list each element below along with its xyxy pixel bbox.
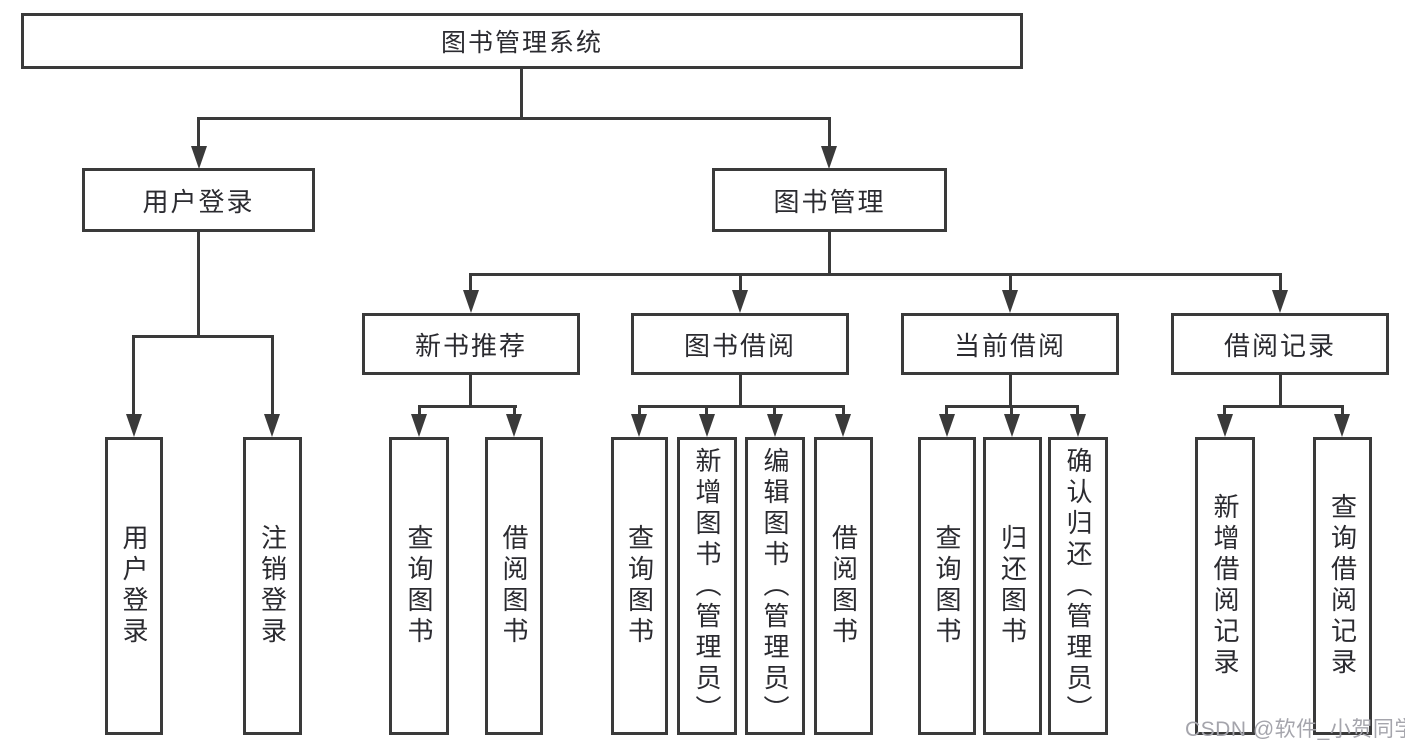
- leaf-query-borrow-record: 查询借阅记录: [1313, 437, 1372, 735]
- leaf-label: 查询图书: [404, 524, 434, 648]
- arrowhead-icon: [411, 414, 427, 437]
- leaf-label: 查询图书: [932, 524, 962, 648]
- leaf-label: 借阅图书: [499, 524, 529, 648]
- arrowhead-icon: [835, 414, 851, 437]
- node-book-borrow: 图书借阅: [631, 313, 849, 375]
- node-label: 图书借阅: [683, 330, 796, 361]
- edge-user-login-split: [132, 335, 274, 338]
- edge-to-book-borrow: [739, 273, 742, 293]
- leaf-borrow-books: 借阅图书: [814, 437, 873, 735]
- leaf-query-books-recommend: 查询图书: [389, 437, 449, 735]
- edge-to-C1: [945, 405, 948, 418]
- edge-root-trunk: [520, 69, 523, 120]
- leaf-label: 新增图书（管理员）: [692, 446, 722, 726]
- arrowhead-icon: [1272, 290, 1288, 313]
- edge-root-split: [197, 117, 831, 120]
- edge-to-user-login: [197, 117, 200, 149]
- arrowhead-icon: [191, 146, 207, 169]
- node-label: 借阅记录: [1223, 330, 1336, 361]
- edge-to-A1: [418, 405, 421, 418]
- edge-groupD-split: [1223, 405, 1344, 408]
- edge-to-B3: [773, 405, 776, 418]
- leaf-label: 查询图书: [624, 524, 655, 648]
- leaf-edit-book-admin: 编辑图书（管理员）: [745, 437, 805, 735]
- edge-groupA-trunk: [469, 375, 472, 408]
- arrowhead-icon: [506, 414, 522, 437]
- edge-book-management-split: [470, 273, 1281, 276]
- arrowhead-icon: [699, 414, 715, 437]
- leaf-borrow-books-recommend: 借阅图书: [485, 437, 543, 735]
- node-user-login: 用户登录: [82, 168, 315, 232]
- arrowhead-icon: [1002, 290, 1018, 313]
- node-borrow-records: 借阅记录: [1171, 313, 1389, 375]
- node-label: 新书推荐: [414, 330, 527, 361]
- arrowhead-icon: [1334, 414, 1350, 437]
- arrowhead-icon: [126, 414, 142, 437]
- arrowhead-icon: [463, 290, 479, 313]
- leaf-label: 归还图书: [997, 524, 1028, 648]
- leaf-query-books-current: 查询图书: [918, 437, 976, 735]
- arrowhead-icon: [767, 414, 783, 437]
- edge-to-new-book-recommend: [469, 273, 472, 293]
- edge-to-A2: [513, 405, 516, 418]
- leaf-add-book-admin: 新增图书（管理员）: [677, 437, 737, 735]
- leaf-label: 借阅图书: [828, 524, 859, 648]
- leaf-return-book: 归还图书: [983, 437, 1042, 735]
- arrowhead-icon: [1217, 414, 1233, 437]
- watermark: CSDN @软件_小贺同学: [1185, 718, 1405, 741]
- leaf-logout: 注销登录: [243, 437, 302, 735]
- edge-user-login-trunk: [197, 232, 200, 337]
- edge-to-leaf-user-login: [132, 335, 135, 416]
- node-library-management-system: 图书管理系统: [21, 13, 1023, 69]
- edge-to-B2: [705, 405, 708, 418]
- arrowhead-icon: [1004, 414, 1020, 437]
- leaf-label: 确认归还（管理员）: [1063, 446, 1093, 726]
- edge-to-borrow-records: [1279, 273, 1282, 293]
- edge-to-C2: [1010, 405, 1013, 418]
- arrowhead-icon: [821, 146, 837, 169]
- leaf-add-borrow-record: 新增借阅记录: [1195, 437, 1255, 735]
- arrowhead-icon: [732, 290, 748, 313]
- leaf-label: 查询借阅记录: [1327, 493, 1358, 679]
- arrowhead-icon: [939, 414, 955, 437]
- edge-groupC-trunk: [1009, 375, 1012, 408]
- leaf-label: 用户登录: [119, 524, 149, 648]
- edge-to-C3: [1076, 405, 1079, 418]
- edge-to-current-borrow: [1009, 273, 1012, 293]
- edge-to-B1: [638, 405, 641, 418]
- edge-to-B4: [842, 405, 845, 418]
- leaf-label: 编辑图书（管理员）: [760, 446, 790, 726]
- edge-groupA-split: [418, 405, 517, 408]
- node-label: 用户登录: [142, 186, 255, 217]
- leaf-confirm-return-admin: 确认归还（管理员）: [1048, 437, 1108, 735]
- edge-to-D2: [1341, 405, 1344, 418]
- edge-to-book-management: [828, 117, 831, 149]
- node-book-management: 图书管理: [712, 168, 947, 232]
- node-new-book-recommend: 新书推荐: [362, 313, 580, 375]
- leaf-query-books-borrow: 查询图书: [611, 437, 668, 735]
- node-label: 图书管理: [773, 186, 886, 217]
- arrowhead-icon: [1070, 414, 1086, 437]
- node-current-borrow: 当前借阅: [901, 313, 1119, 375]
- leaf-label: 注销登录: [257, 524, 288, 648]
- edge-to-D1: [1223, 405, 1226, 418]
- node-label: 当前借阅: [953, 330, 1066, 361]
- leaf-label: 新增借阅记录: [1210, 493, 1240, 679]
- leaf-user-login: 用户登录: [105, 437, 163, 735]
- edge-groupB-split: [638, 405, 845, 408]
- edge-groupB-trunk: [739, 375, 742, 408]
- arrowhead-icon: [264, 414, 280, 437]
- edge-groupD-trunk: [1279, 375, 1282, 408]
- edge-book-management-trunk: [828, 232, 831, 275]
- arrowhead-icon: [631, 414, 647, 437]
- edge-to-leaf-logout: [271, 335, 274, 416]
- node-label: 图书管理系统: [440, 29, 603, 57]
